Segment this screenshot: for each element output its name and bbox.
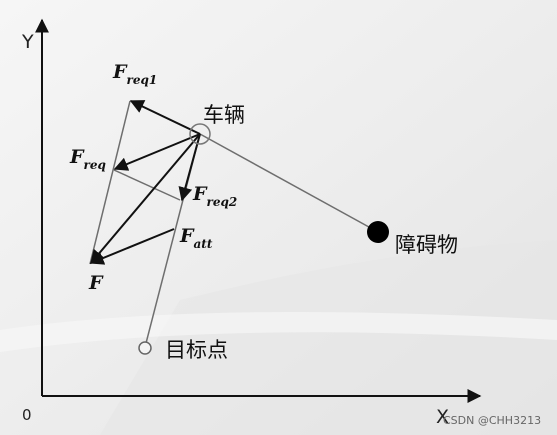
f-req1-arrow — [129, 100, 201, 135]
f-req2-arrow — [178, 133, 201, 202]
parallelogram-left-edge — [89, 100, 131, 265]
target-label: 目标点 — [165, 338, 228, 362]
f-att-to-f-arrow — [89, 228, 175, 265]
y-axis-label: Y — [21, 31, 34, 53]
watermark: CSDN @CHH3213 — [443, 414, 541, 427]
f-label: F — [88, 272, 104, 294]
f-req1-label: Freq1 — [112, 61, 157, 87]
parallelogram-mid-edge — [113, 169, 181, 201]
x-axis-label: X — [436, 406, 449, 428]
background-highlight — [0, 312, 557, 352]
obstacle-label: 障碍物 — [395, 233, 458, 257]
f-req-label: Freq — [69, 146, 106, 172]
background-swoosh — [100, 240, 557, 435]
f-req-arrow — [113, 133, 201, 171]
vehicle-label: 车辆 — [203, 103, 245, 127]
target-marker — [138, 341, 152, 355]
origin-label: 0 — [22, 406, 32, 424]
vehicle-marker — [189, 123, 211, 145]
vehicle-obstacle-line — [199, 133, 379, 233]
f-req2-label: Freq2 — [192, 183, 237, 209]
obstacle-marker — [367, 221, 389, 243]
f-resultant-arrow — [90, 133, 201, 265]
f-att-label: Fatt — [179, 225, 213, 251]
